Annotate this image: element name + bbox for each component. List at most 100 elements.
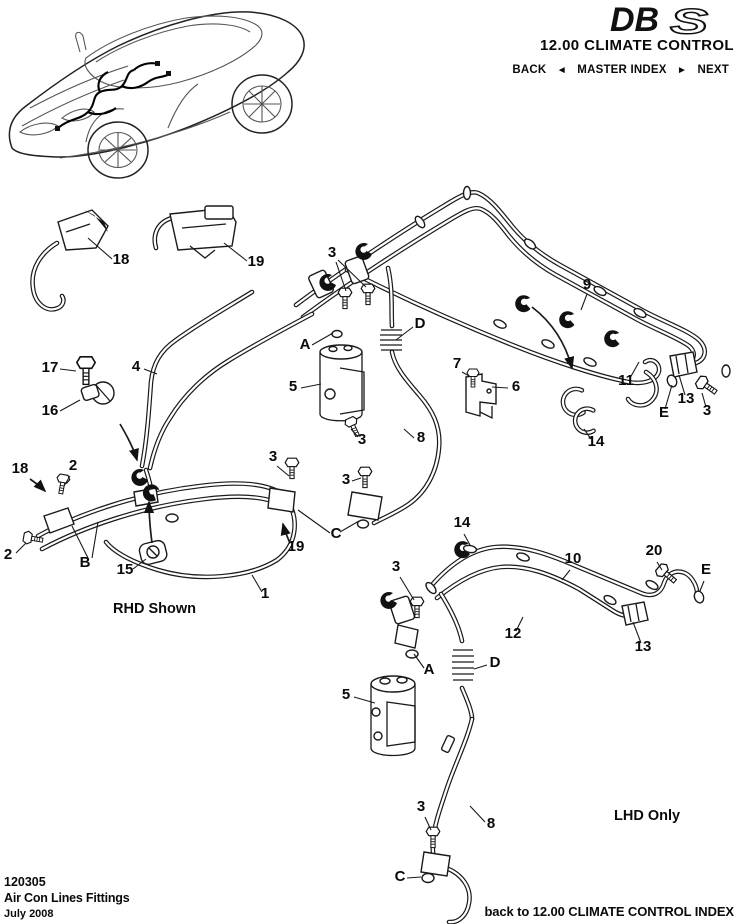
next-arrow-icon[interactable]: ► [677,65,688,76]
callout-8: 8 [487,815,495,832]
bolt-20 [653,561,681,588]
callout-13: 13 [678,390,695,407]
hose-assembly-b [38,483,295,576]
fitting-13-upper [666,351,731,399]
o-ring-e-lower [693,590,705,604]
callout-3: 3 [392,558,400,575]
service-valve-cluster-rhd [308,242,376,339]
document-title: Air Con Lines Fittings [4,891,130,905]
grommet-15 [138,539,168,566]
callout-11: 11 [618,372,634,389]
logo-db-text: DB [610,1,659,39]
fitting-13-lower [621,601,649,626]
wing-mirror [75,31,87,53]
receiver-drier-lhd [370,675,416,757]
callout-2: 2 [69,457,77,474]
callout-4: 4 [132,358,141,375]
o-ring-c-upper [356,519,370,529]
service-valve-cluster-lhd [380,591,425,659]
callout-7: 7 [453,355,461,372]
callout-17: 17 [42,359,59,376]
leader-lines [15,237,707,879]
bracket-6 [465,368,497,420]
callout-3: 3 [269,448,277,465]
callout-B: B [80,554,91,571]
callout-5: 5 [289,378,297,395]
front-wheel [85,108,149,179]
callout-A: A [424,661,435,678]
callout-C: C [395,868,406,885]
o-ring-e-upper [666,374,678,388]
callout-18: 18 [113,251,130,268]
bolt-2-upper [53,473,71,496]
pipe-11 [347,270,659,405]
callout-19: 19 [248,253,265,270]
fitting-c-upper [284,457,383,529]
callout-3: 3 [417,798,425,815]
fitting-19-on-hose [267,487,296,513]
ac-harness-highlight [55,61,171,131]
callout-E: E [659,404,669,421]
o-ring-a-upper [331,329,343,339]
back-arrow-icon[interactable]: ◄ [556,65,567,76]
callout-18: 18 [12,460,29,477]
callout-10: 10 [565,550,582,567]
dbs-logo: DB S [610,1,710,40]
pipe-4 [142,292,312,500]
nav-next-link[interactable]: NEXT [697,64,729,76]
callout-A: A [300,336,311,353]
logo-s-swoosh: S [670,2,709,40]
header-nav: BACK ◄ MASTER INDEX ► NEXT [512,64,729,76]
callout-8: 8 [417,429,425,446]
callout-D: D [490,654,501,671]
callout-14: 14 [454,514,471,531]
callout-12: 12 [505,625,522,642]
callout-E: E [701,561,711,578]
corrugated-section-d-lower [452,649,474,681]
back-to-index-link[interactable]: back to 12.00 CLIMATE CONTROL INDEX [484,904,734,919]
pipe-clip-14-detail [561,386,598,437]
fitting-19-detail [155,205,237,259]
rhd-diagram [22,185,731,577]
pipe-unions-lower [425,544,659,606]
callout-6: 6 [512,378,520,395]
callout-19: 19 [288,538,305,555]
callout-16: 16 [42,402,59,419]
corrugated-section-d [380,329,402,351]
bolt-17 [75,355,97,386]
callout-14: 14 [588,433,605,450]
callout-20: 20 [646,542,663,559]
callout-1: 1 [261,585,269,602]
callout-9: 9 [583,276,591,293]
callout-3: 3 [358,431,366,448]
document-number: 120305 [4,875,46,889]
nav-back-link[interactable]: BACK [512,64,547,76]
callout-2: 2 [4,546,12,563]
pipe-unions-upper [414,185,647,367]
callout-3: 3 [703,402,711,419]
section-title: 12.00 CLIMATE CONTROL [540,37,734,54]
callout-3: 3 [342,471,350,488]
callout-D: D [415,315,426,332]
callout-C: C [331,525,342,542]
lhd-only-label: LHD Only [614,808,680,824]
o-ring-c-lower [421,872,435,884]
lhd-diagram [370,539,705,922]
hose-8-upper [374,268,439,523]
nav-master-index-link[interactable]: MASTER INDEX [577,64,667,76]
rear-wheel [231,74,293,134]
clamp-16 [75,355,115,405]
callout-5: 5 [342,686,350,703]
document-date: July 2008 [4,908,54,920]
receiver-drier-rhd [319,344,365,439]
rhd-shown-label: RHD Shown [113,601,196,617]
callout-13: 13 [635,638,652,655]
car-illustration [8,11,305,179]
fitting-c-lower [420,826,451,884]
callout-3: 3 [328,244,336,261]
fitting-18-detail [33,209,109,309]
callout-15: 15 [117,561,134,578]
